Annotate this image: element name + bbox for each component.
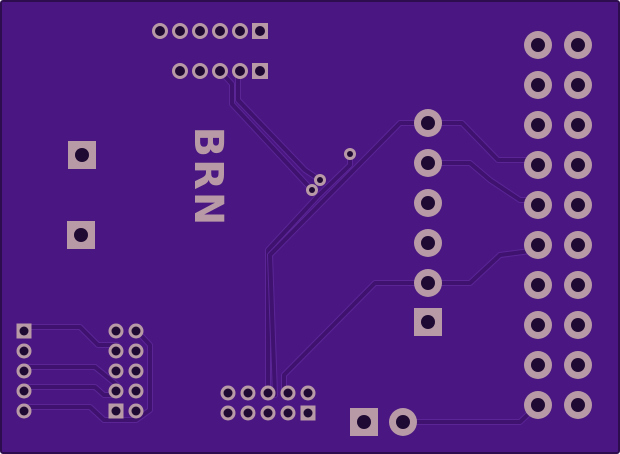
pad-drill bbox=[531, 158, 545, 172]
pad-drill bbox=[243, 388, 253, 398]
pad-drill bbox=[131, 406, 141, 416]
via-drill bbox=[317, 177, 323, 183]
pad-drill bbox=[19, 326, 29, 336]
pad-drill bbox=[195, 26, 205, 36]
pad-drill bbox=[263, 388, 273, 398]
pad-drill bbox=[131, 366, 141, 376]
pad-drill bbox=[571, 38, 585, 52]
pad-drill bbox=[255, 66, 265, 76]
pad-drill bbox=[421, 276, 435, 290]
pad-drill bbox=[421, 315, 435, 329]
pad-drill bbox=[175, 66, 185, 76]
trace bbox=[236, 69, 322, 182]
pad-drill bbox=[571, 118, 585, 132]
pad-drill bbox=[531, 198, 545, 212]
silkscreen-label: BRN bbox=[185, 127, 231, 228]
pad-drill bbox=[303, 388, 313, 398]
pad-drill bbox=[131, 346, 141, 356]
trace bbox=[22, 365, 119, 387]
pad-drill bbox=[531, 238, 545, 252]
trace bbox=[426, 248, 540, 285]
trace bbox=[218, 69, 314, 192]
pad-drill bbox=[571, 158, 585, 172]
pad-drill bbox=[155, 26, 165, 36]
pad-drill bbox=[421, 196, 435, 210]
pad-drill bbox=[215, 26, 225, 36]
trace bbox=[266, 152, 352, 397]
pad-drill bbox=[531, 38, 545, 52]
pad-drill bbox=[531, 358, 545, 372]
pad-drill bbox=[421, 116, 435, 130]
pad-drill bbox=[571, 78, 585, 92]
pad-drill bbox=[131, 386, 141, 396]
pad-drill bbox=[75, 148, 89, 162]
pad-drill bbox=[175, 26, 185, 36]
pad-drill bbox=[111, 406, 121, 416]
pad-drill bbox=[131, 326, 141, 336]
pad-drill bbox=[303, 408, 313, 418]
pad-drill bbox=[223, 408, 233, 418]
pad-group bbox=[16, 23, 592, 436]
pad-drill bbox=[111, 366, 121, 376]
via-group bbox=[306, 148, 356, 196]
pad-drill bbox=[111, 386, 121, 396]
pad-drill bbox=[255, 26, 265, 36]
pad-drill bbox=[235, 26, 245, 36]
pad-drill bbox=[235, 66, 245, 76]
pad-drill bbox=[571, 358, 585, 372]
pad-drill bbox=[571, 198, 585, 212]
pad-drill bbox=[531, 318, 545, 332]
pad-drill bbox=[111, 326, 121, 336]
pad-drill bbox=[195, 66, 205, 76]
pad-drill bbox=[421, 156, 435, 170]
pad-drill bbox=[571, 278, 585, 292]
pad-drill bbox=[396, 415, 410, 429]
pad-drill bbox=[223, 388, 233, 398]
pad-drill bbox=[243, 408, 253, 418]
pad-drill bbox=[19, 386, 29, 396]
pad-drill bbox=[19, 406, 29, 416]
trace bbox=[282, 281, 430, 397]
trace bbox=[22, 328, 152, 422]
pad-drill bbox=[571, 238, 585, 252]
pad-drill bbox=[571, 318, 585, 332]
pad-drill bbox=[421, 236, 435, 250]
pad-drill bbox=[531, 278, 545, 292]
pad-drill bbox=[19, 366, 29, 376]
pad-drill bbox=[283, 408, 293, 418]
pad-drill bbox=[531, 78, 545, 92]
via-drill bbox=[309, 187, 315, 193]
pad-drill bbox=[74, 228, 88, 242]
pad-drill bbox=[531, 398, 545, 412]
pad-drill bbox=[571, 398, 585, 412]
pad-drill bbox=[111, 346, 121, 356]
pad-drill bbox=[215, 66, 225, 76]
pad-drill bbox=[263, 408, 273, 418]
pad-drill bbox=[283, 388, 293, 398]
pad-drill bbox=[357, 415, 371, 429]
trace bbox=[426, 121, 540, 162]
trace bbox=[22, 325, 119, 347]
pad-drill bbox=[531, 118, 545, 132]
via-drill bbox=[347, 151, 353, 157]
pad-drill bbox=[19, 346, 29, 356]
